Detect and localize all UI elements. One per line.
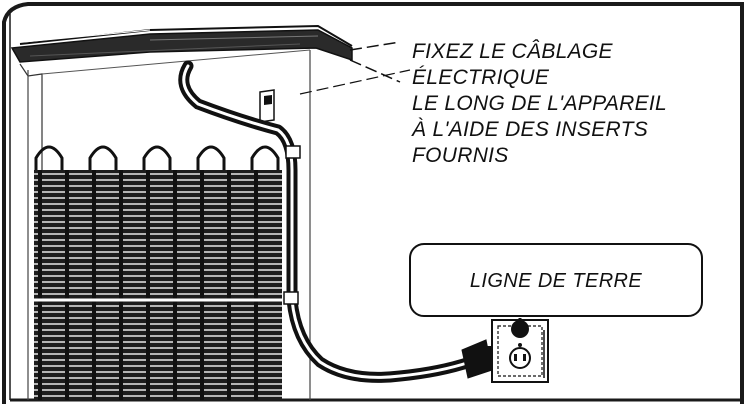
ground-wire-icon xyxy=(511,318,529,338)
coil-loop xyxy=(88,145,118,175)
coil-loop xyxy=(250,145,280,175)
power-cord-icon xyxy=(178,60,476,383)
coil-loop xyxy=(196,145,226,175)
instruction-line-5: FOURNIS xyxy=(412,144,509,167)
instruction-line-1: FIXEZ LE CÂBLAGE xyxy=(412,40,614,63)
instruction-line-2: ÉLECTRIQUE xyxy=(412,66,550,89)
appliance-body-icon xyxy=(10,24,353,400)
coil-loop xyxy=(34,145,64,175)
instruction-callout: FIXEZ LE CÂBLAGE ÉLECTRIQUE LE LONG DE L… xyxy=(411,40,667,167)
condenser-coil-icon xyxy=(34,145,282,400)
ground-label: LIGNE DE TERRE xyxy=(470,270,643,292)
instruction-line-3: LE LONG DE L'APPAREIL xyxy=(412,92,667,115)
coil-backing xyxy=(34,170,282,400)
callout-leader-lines xyxy=(299,41,411,95)
instruction-line-4: À L'AIDE DES INSERTS xyxy=(411,118,648,141)
coil-loop xyxy=(142,145,172,175)
ground-label-box: LIGNE DE TERRE xyxy=(409,243,703,317)
